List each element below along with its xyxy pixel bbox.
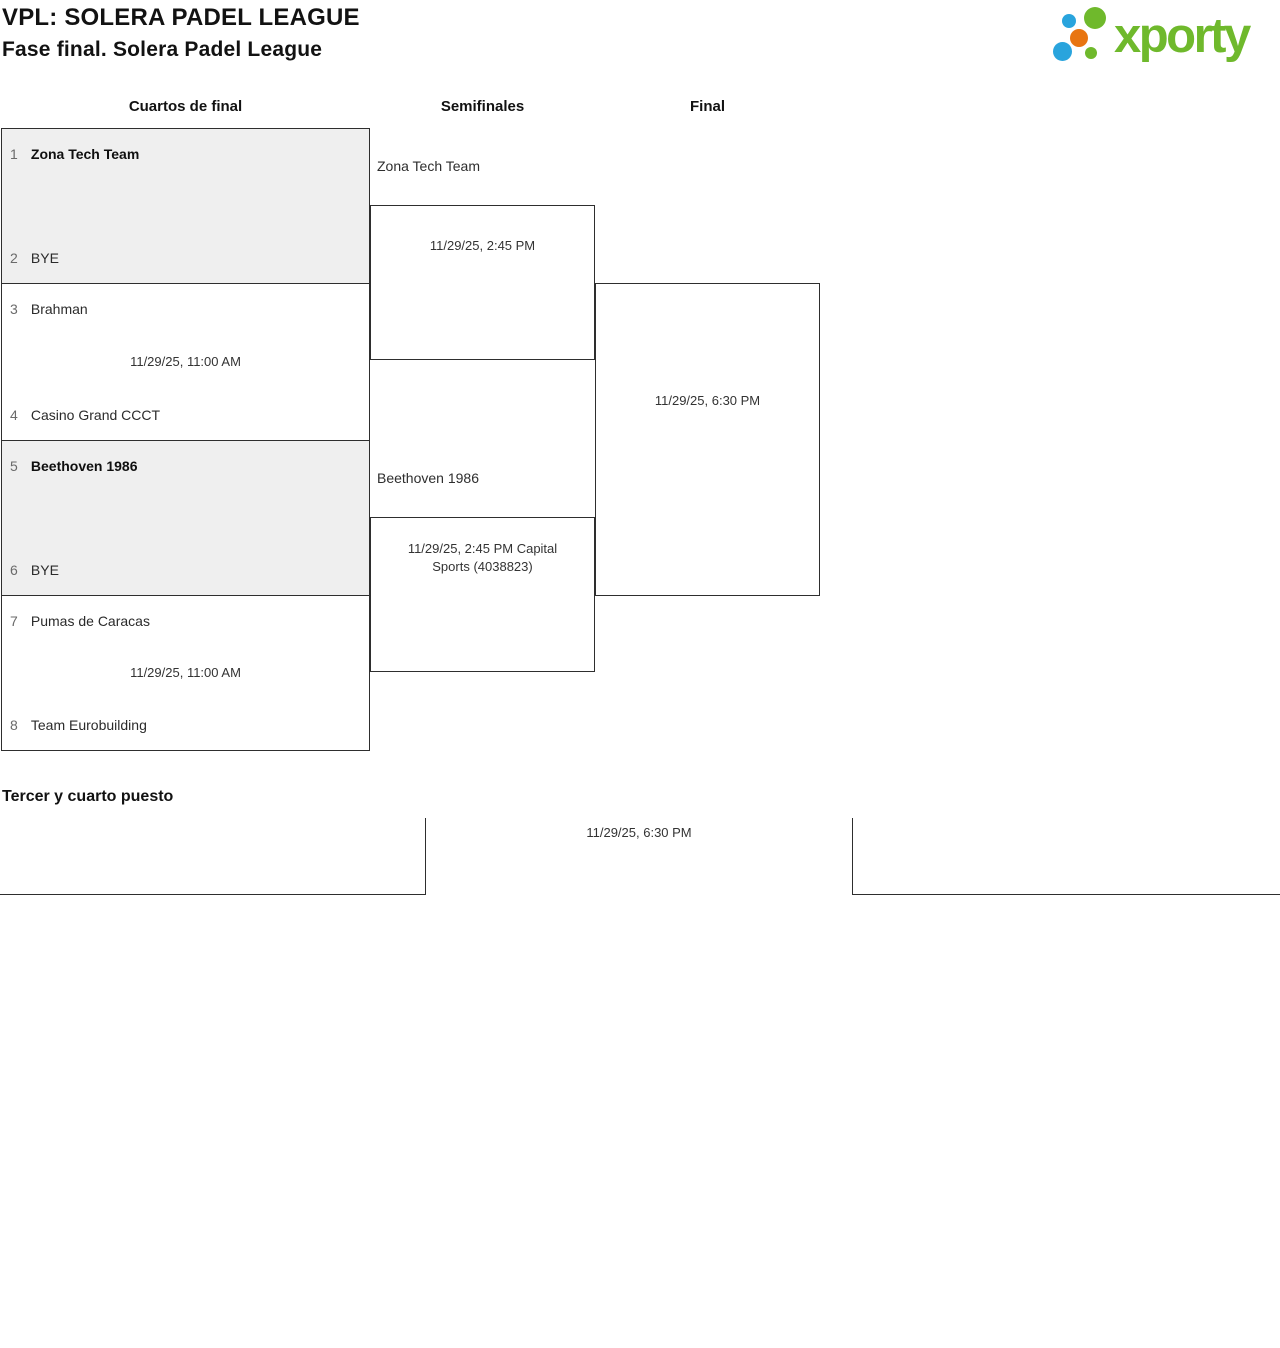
team-row: 1 Zona Tech Team [2,145,369,163]
logo-dot-orange-icon [1070,29,1088,47]
team-name: Team Eurobuilding [30,717,147,733]
match-box-qf1[interactable]: 1 Zona Tech Team 2 BYE [1,128,370,284]
logo-dot-blue-large-icon [1053,42,1072,61]
team-row: 5 Beethoven 1986 [2,457,369,475]
semifinal2-advancer-label: Beethoven 1986 [377,470,479,486]
third-place-datetime: 11/29/25, 6:30 PM [586,825,692,840]
team-name: Pumas de Caracas [30,613,150,629]
match-datetime: 11/29/25, 11:00 AM [130,665,241,680]
page-title: VPL: SOLERA PADEL LEAGUE [2,4,360,31]
match-box-final[interactable]: 11/29/25, 6:30 PM [595,283,820,596]
match-box-sf1[interactable]: 11/29/25, 2:45 PM [370,205,595,360]
seed-number: 6 [10,562,18,578]
team-row: 3 Brahman [2,300,369,318]
team-name: BYE [30,562,59,578]
seed-number: 2 [10,250,18,266]
seed-number: 1 [10,146,18,162]
team-name: Casino Grand CCCT [30,407,161,423]
match-datetime: 11/29/25, 11:00 AM [130,354,241,369]
third-place-title: Tercer y cuarto puesto [2,788,174,805]
round-header-semifinales: Semifinales [440,98,525,115]
seed-number: 5 [10,458,18,474]
team-name: Beethoven 1986 [30,458,138,474]
team-name: Zona Tech Team [30,146,140,162]
round-header-cuartos: Cuartos de final [128,98,243,115]
team-row: 8 Team Eurobuilding [2,716,369,734]
seed-number: 3 [10,301,18,317]
match-datetime-text: 11/29/25, 2:45 PM Capital Sports (403882… [407,541,558,574]
team-row: 2 BYE [2,249,369,267]
seed-number: 7 [10,613,18,629]
team-row: 7 Pumas de Caracas [2,612,369,630]
logo-dot-green-large-icon [1084,7,1106,29]
xporty-logo[interactable]: xporty [1050,3,1280,75]
team-row: 6 BYE [2,561,369,579]
match-datetime: 11/29/25, 2:45 PM Capital Sports (403882… [371,540,594,576]
logo-dot-green-small-icon [1085,47,1097,59]
round-header-final: Final [689,98,725,115]
seed-number: 8 [10,717,18,733]
semifinal1-advancer-label: Zona Tech Team [377,158,480,174]
match-datetime: 11/29/25, 2:45 PM [429,238,536,253]
match-box-qf4[interactable]: 7 Pumas de Caracas 11/29/25, 11:00 AM 8 … [1,595,370,751]
third-place-right-connector [852,818,1280,895]
match-box-qf3[interactable]: 5 Beethoven 1986 6 BYE [1,440,370,596]
team-row: 4 Casino Grand CCCT [2,406,369,424]
match-box-qf2[interactable]: 3 Brahman 11/29/25, 11:00 AM 4 Casino Gr… [1,283,370,441]
team-name: Brahman [30,301,88,317]
logo-wordmark: xporty [1114,9,1251,63]
seed-number: 4 [10,407,18,423]
logo-dot-blue-small-icon [1062,14,1076,28]
team-name: BYE [30,250,59,266]
match-datetime: 11/29/25, 6:30 PM [654,393,761,408]
third-place-left-connector [0,818,426,895]
page-subtitle: Fase final. Solera Padel League [2,38,323,61]
match-box-sf2[interactable]: 11/29/25, 2:45 PM Capital Sports (403882… [370,517,595,672]
